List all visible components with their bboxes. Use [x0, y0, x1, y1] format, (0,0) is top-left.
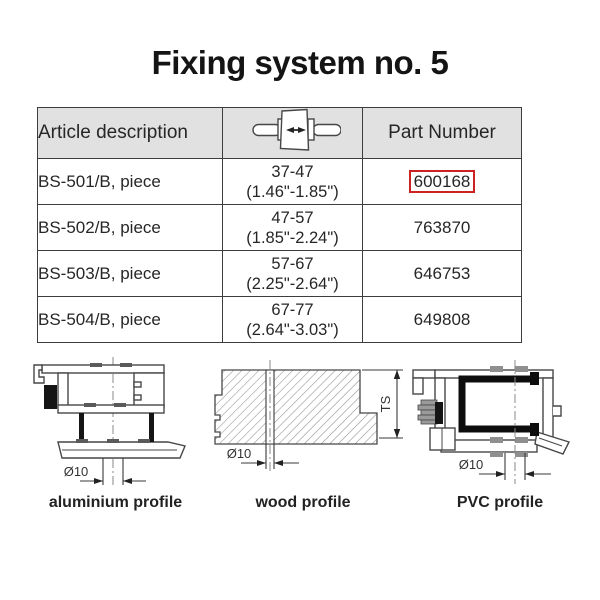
pvc-profile-drawing: Ø10 — [412, 360, 570, 484]
article-cell: BS-502/B, piece — [37, 204, 223, 251]
clamp-jaw — [530, 423, 539, 436]
range-inch: (2.25"-2.64") — [246, 274, 339, 293]
diagram-caption-pvc: PVC profile — [456, 494, 544, 511]
seal-tape-marks — [76, 363, 150, 443]
clamp-jaw — [530, 372, 539, 385]
wood-section-hatched — [214, 369, 378, 445]
seal-tape-marks — [490, 366, 528, 457]
thickness-label: TS — [378, 395, 393, 412]
part-number: 763870 — [413, 217, 471, 237]
range-mm: 57-67 — [271, 254, 314, 273]
diagram-caption-wood: wood profile — [255, 494, 351, 511]
aluminium-section-outline — [33, 364, 186, 459]
part-width-range-icon — [251, 108, 342, 151]
page-title: Fixing system no. 5 — [151, 44, 449, 81]
part-cell: 600168 — [362, 158, 522, 205]
range-inch: (2.64"-3.03") — [246, 320, 339, 339]
wood-profile-drawing: Ø10 TS — [214, 360, 403, 474]
range-mm: 67-77 — [271, 300, 314, 319]
range-inch: (1.85"-2.24") — [246, 228, 339, 247]
aluminium-profile-drawing: Ø10 — [33, 357, 186, 487]
table-row: BS-502/B, piece 47-57 (1.85"-2.24") 7638… — [37, 204, 522, 251]
fixing-pin — [79, 413, 84, 442]
part-cell: 763870 — [362, 204, 522, 251]
range-mm: 47-57 — [271, 208, 314, 227]
size-cell: 57-67 (2.25"-2.64") — [222, 250, 363, 297]
column-header-size — [222, 107, 363, 159]
table-row: BS-504/B, piece 67-77 (2.64"-3.03") 6498… — [37, 296, 522, 343]
diameter-label: Ø10 — [459, 457, 484, 472]
parts-table: Article description Part Number — [37, 107, 522, 343]
part-number: 649808 — [413, 309, 471, 329]
size-cell: 47-57 (1.85"-2.24") — [222, 204, 363, 251]
table-row: BS-503/B, piece 57-67 (2.25"-2.64") 6467… — [37, 250, 522, 297]
column-header-article-description: Article description — [37, 107, 223, 159]
range-inch: (1.46"-1.85") — [246, 182, 339, 201]
steel-clamp-channel — [458, 375, 534, 433]
article-cell: BS-503/B, piece — [37, 250, 223, 297]
highlighted-part-number: 600168 — [408, 170, 476, 193]
diameter-dimension: Ø10 — [227, 444, 299, 469]
range-mm: 37-47 — [271, 162, 314, 181]
article-cell: BS-504/B, piece — [37, 296, 223, 343]
fixing-pin — [149, 413, 154, 442]
column-header-part-number: Part Number — [362, 107, 522, 159]
diameter-label: Ø10 — [64, 464, 89, 479]
pvc-section-outline — [412, 369, 570, 455]
size-cell: 67-77 (2.64"-3.03") — [222, 296, 363, 343]
gasket-ribs — [417, 399, 438, 425]
diameter-label: Ø10 — [227, 446, 252, 461]
table-row: BS-501/B, piece 37-47 (1.46"-1.85") 6001… — [37, 158, 522, 205]
part-number: 646753 — [413, 263, 471, 283]
gasket-block — [44, 385, 57, 409]
part-cell: 649808 — [362, 296, 522, 343]
part-cell: 646753 — [362, 250, 522, 297]
thickness-dimension: TS — [362, 369, 403, 439]
diameter-dimension: Ø10 — [459, 453, 551, 480]
size-cell: 37-47 (1.46"-1.85") — [222, 158, 363, 205]
gasket-core — [435, 402, 443, 424]
table-header-row: Article description Part Number — [37, 107, 522, 159]
diameter-dimension: Ø10 — [64, 458, 146, 485]
diagram-caption-aluminium: aluminium profile — [48, 494, 183, 511]
article-cell: BS-501/B, piece — [37, 158, 223, 205]
